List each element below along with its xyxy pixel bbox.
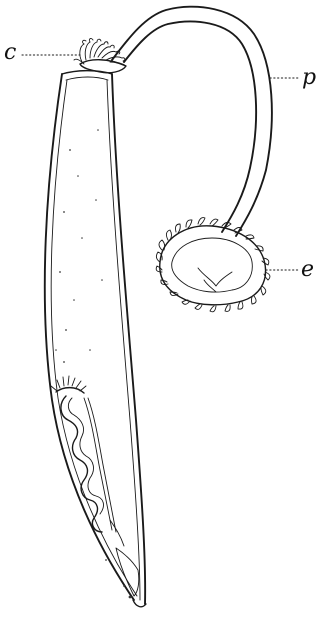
stalk-inner <box>124 21 256 232</box>
label-e: e <box>301 257 314 282</box>
label-p-group: p <box>270 65 316 90</box>
label-e-group: e <box>266 257 314 282</box>
stalk-outer <box>112 7 272 236</box>
coiled-gut-inner <box>68 398 103 514</box>
rosette-fringe <box>156 218 270 312</box>
tube-top-rim-inner <box>66 77 108 80</box>
inner-tentacle-base <box>56 388 84 393</box>
label-c: c <box>4 40 16 65</box>
intestine-strand-2 <box>88 398 116 532</box>
rosette-inner-rim <box>172 238 253 292</box>
lower-chamber-2 <box>110 520 124 546</box>
tube-right-inner <box>107 80 140 600</box>
label-c-group: c <box>4 40 80 65</box>
label-p: p <box>302 65 316 90</box>
tube <box>45 71 146 607</box>
tube-right-wall <box>112 74 145 604</box>
rosette-center-fold <box>198 268 232 292</box>
stalk <box>112 7 272 236</box>
tube-base <box>133 600 146 607</box>
rosette <box>156 218 270 312</box>
apical-crown <box>74 39 126 73</box>
